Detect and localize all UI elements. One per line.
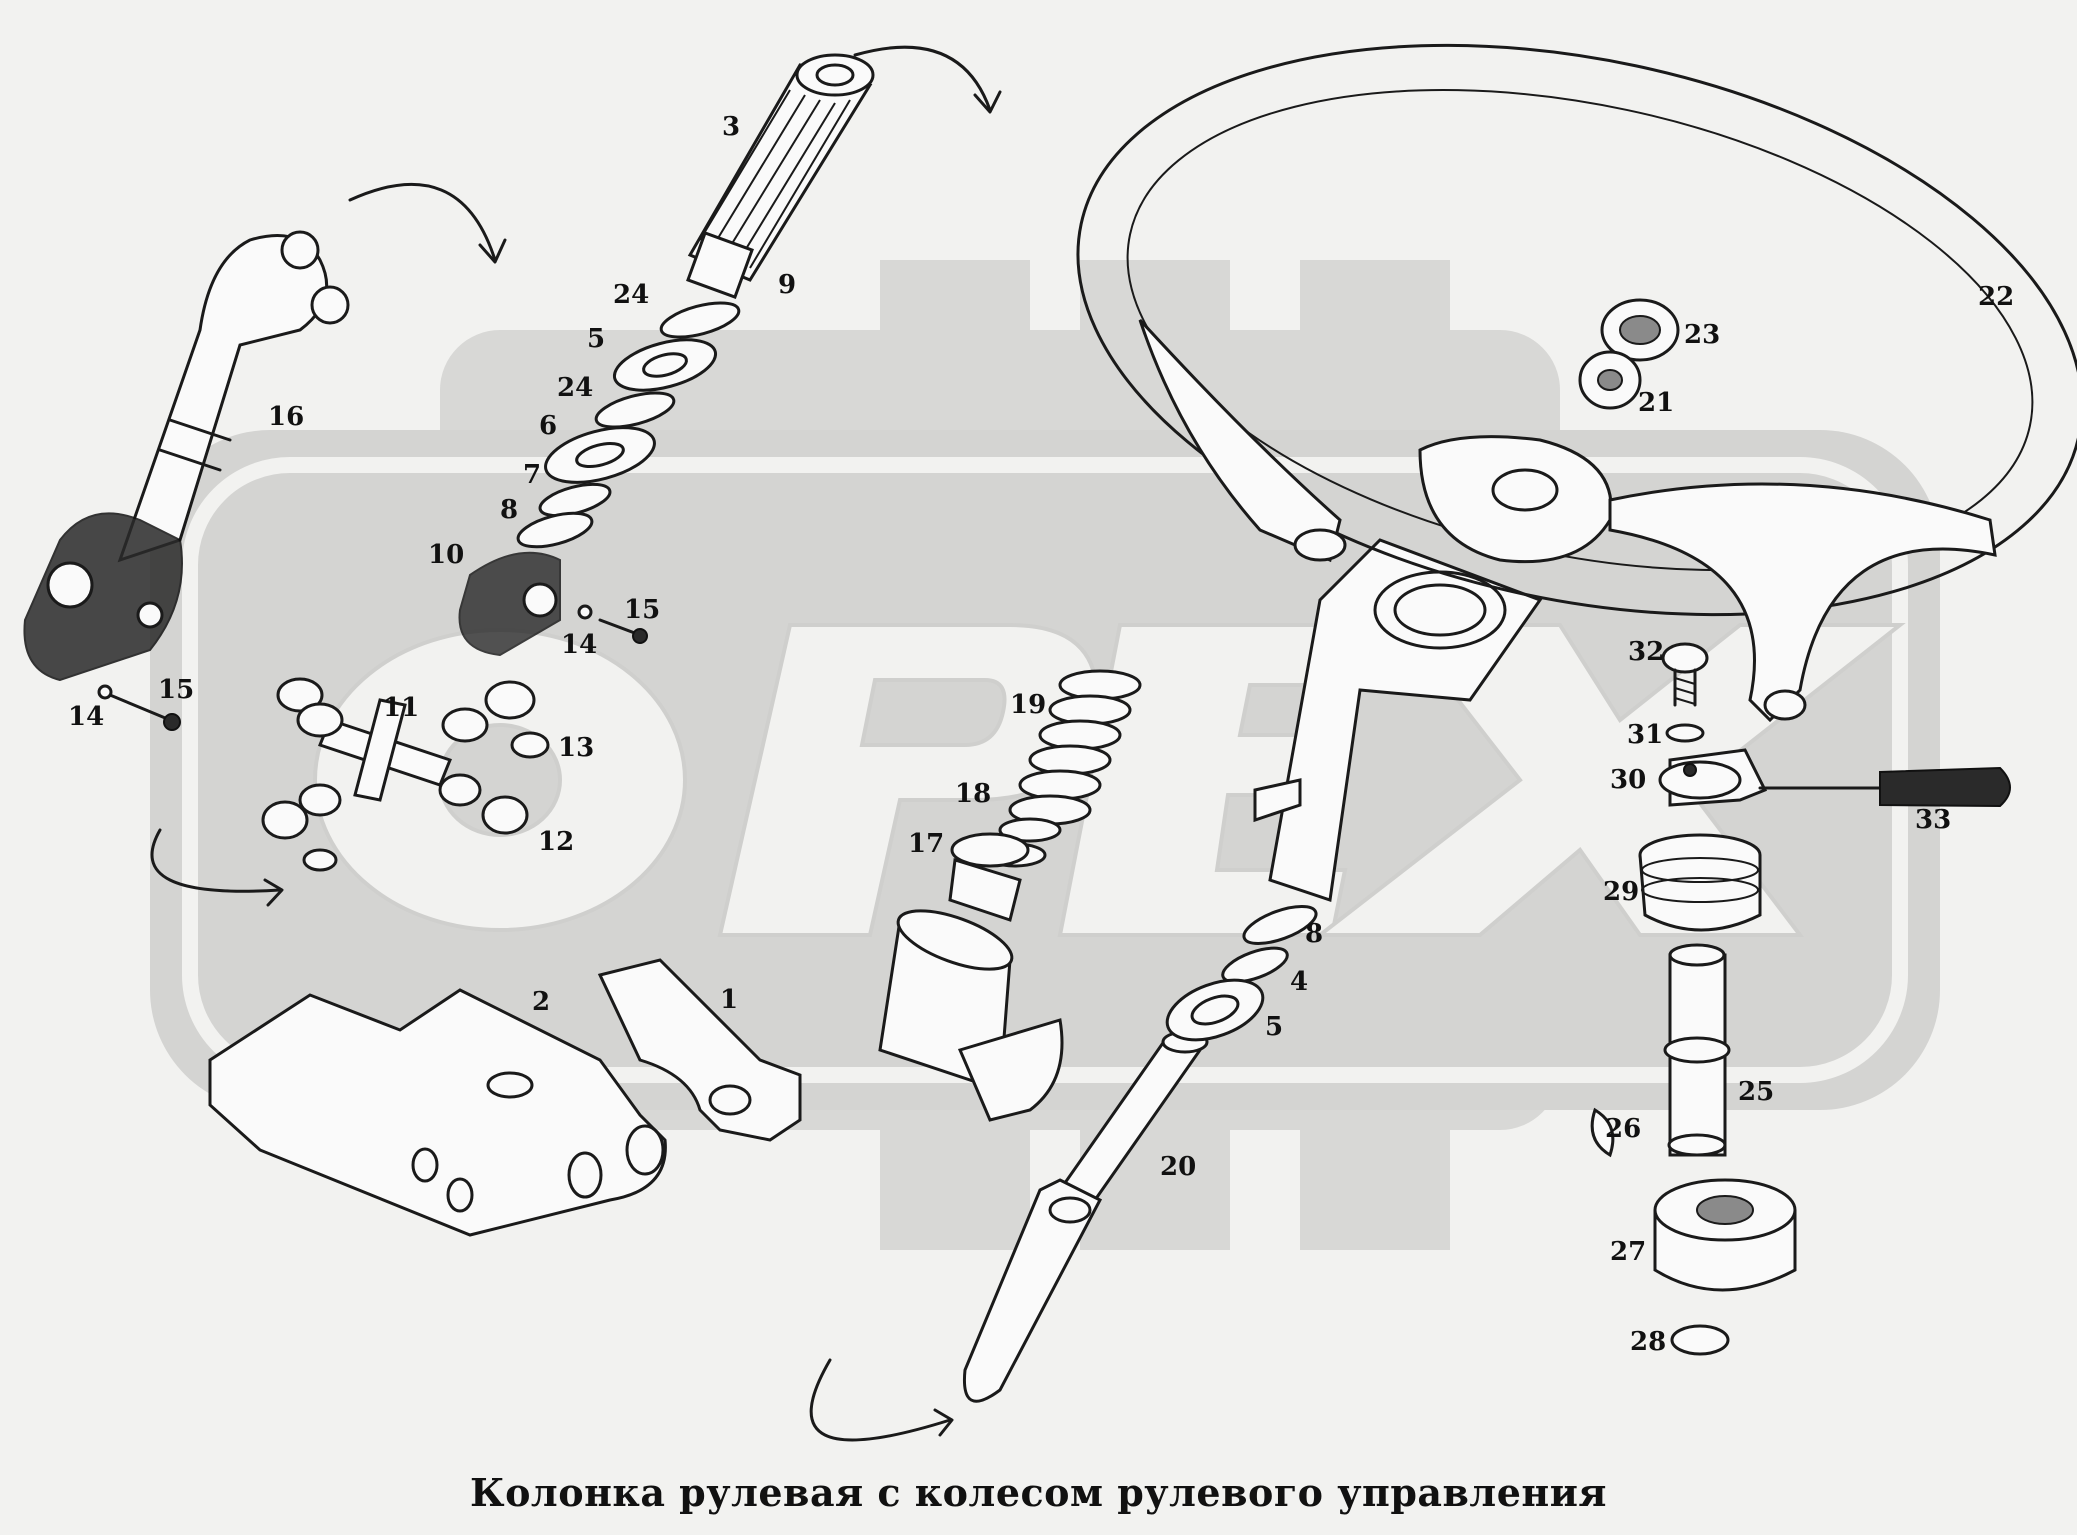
steering-wheel-part-22 [1076,43,2077,723]
label-20: 20 [1160,1152,1196,1182]
washer-part-31 [1665,723,1705,743]
label-11: 11 [383,693,419,723]
label-31: 31 [1627,720,1663,750]
label-1: 1 [720,985,738,1015]
label-12: 12 [538,827,574,857]
splined-shaft-part-3 [686,53,875,299]
shaft-part-20 [962,1030,1209,1403]
label-14b: 14 [561,630,597,660]
label-17: 17 [908,829,944,859]
diagram-caption: Колонка рулевая с колесом рулевого управ… [470,1470,1607,1515]
part-labels: 1 2 3 4 5 5 6 7 8 8 9 10 11 12 13 14 14 … [68,112,2014,1357]
label-6: 6 [539,411,557,441]
cardan-shaft-part-16 [23,230,350,682]
rings-part-4-5-8 [1165,905,1318,1042]
nut-part-21-23 [1578,298,1680,410]
label-13: 13 [558,733,594,763]
shaft-part-25 [1663,943,1731,1157]
bracket-part-2 [208,988,667,1237]
steering-column-housing [1253,538,1543,902]
label-8b: 8 [1305,919,1323,949]
label-4: 4 [1290,967,1308,997]
key-part-26 [1590,1107,1615,1158]
column-tube [878,909,1064,1122]
label-24a: 24 [613,280,649,310]
label-32: 32 [1628,637,1664,667]
label-27: 27 [1610,1237,1646,1267]
label-15a: 15 [158,675,194,705]
assembly-arrows [150,45,1002,1442]
label-18: 18 [955,779,991,809]
bracket-part-1 [597,958,802,1142]
label-30: 30 [1610,765,1646,795]
label-5b: 5 [1265,1012,1283,1042]
universal-joint-cross-part-11 [261,677,550,872]
label-16: 16 [268,402,304,432]
snap-ring-part-28 [1670,1324,1730,1356]
label-10: 10 [428,540,464,570]
lever-part-30-33 [1658,748,2011,808]
label-19: 19 [1010,690,1046,720]
label-23: 23 [1684,320,1720,350]
label-15b: 15 [624,595,660,625]
spring-part-29 [1638,833,1762,932]
label-3: 3 [722,112,740,142]
label-28: 28 [1630,1327,1666,1357]
label-7: 7 [523,460,541,490]
yoke-part-10 [458,551,561,657]
label-29: 29 [1603,877,1639,907]
label-33: 33 [1915,805,1951,835]
bearing-stack [516,301,741,549]
label-21: 21 [1638,388,1674,418]
label-26: 26 [1605,1114,1641,1144]
gear-part-27 [1653,1178,1797,1292]
screw-part-32 [1661,642,1709,707]
label-2: 2 [532,987,550,1017]
label-14a: 14 [68,702,104,732]
label-8a: 8 [500,495,518,525]
label-25: 25 [1738,1077,1774,1107]
label-5a: 5 [587,324,605,354]
bushing-part-17 [948,832,1030,922]
label-22: 22 [1978,282,2014,312]
label-9: 9 [778,270,796,300]
bolts [97,604,648,731]
label-24b: 24 [557,373,593,403]
